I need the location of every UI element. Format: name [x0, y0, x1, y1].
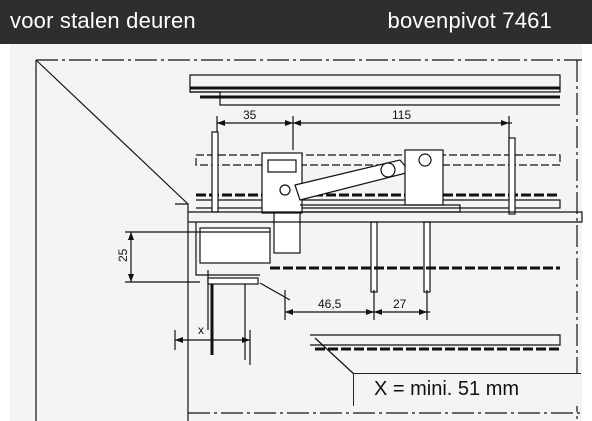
product-model-title: bovenpivot 7461	[387, 8, 552, 33]
head-profile-upper	[189, 74, 561, 93]
pivot-center	[279, 184, 291, 196]
minimum-dimension-note: X = mini. 51 mm	[353, 373, 581, 406]
arm-housing	[404, 149, 444, 206]
head-profile-lower	[190, 91, 560, 106]
diagonal-lower	[314, 337, 356, 376]
door-insert	[199, 227, 271, 264]
arm-joint	[380, 162, 396, 178]
dimension-label-115: 115	[392, 108, 411, 122]
housing-screw	[418, 153, 432, 167]
lower-profile	[310, 334, 561, 346]
pivot-shaft	[273, 212, 301, 254]
bolt-left	[211, 131, 219, 213]
product-category-title: voor stalen deuren	[10, 8, 196, 33]
door-leaf-top	[207, 277, 259, 285]
dimension-arrows	[128, 120, 509, 343]
dimension-label-46-5: 46,5	[318, 297, 342, 311]
pivot-body	[261, 152, 303, 214]
channel-bottom	[196, 199, 561, 209]
door-top-profile	[195, 222, 260, 276]
door-edge-left	[175, 203, 189, 421]
dimension-label-35: 35	[243, 108, 257, 122]
bolt-right	[508, 137, 516, 215]
dimension-label-27: 27	[393, 297, 407, 311]
channel-top	[195, 154, 561, 166]
header-bar: voor stalen deuren bovenpivot 7461	[0, 0, 592, 44]
bolt-lower-1	[370, 221, 378, 293]
dimension-label-x: x	[198, 323, 204, 337]
dimension-label-25: 25	[116, 248, 130, 262]
diagonal-line	[35, 59, 189, 205]
pivot-block-top	[267, 159, 297, 173]
frame-sill	[188, 211, 583, 223]
bolt-lower-2	[423, 221, 431, 293]
